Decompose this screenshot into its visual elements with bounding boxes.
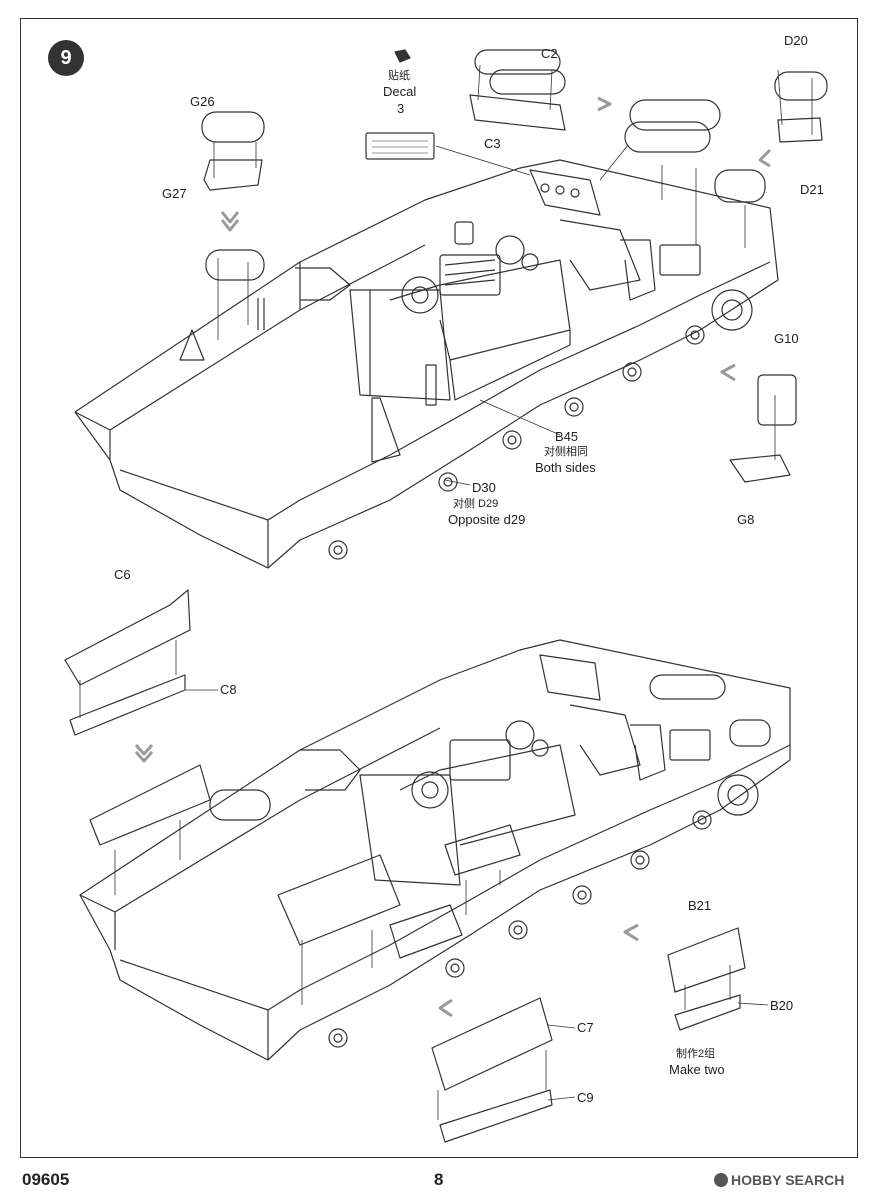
road-wheels bbox=[328, 289, 753, 560]
part-label-b45: B45 bbox=[555, 429, 579, 444]
step-number-badge: 9 bbox=[48, 40, 84, 76]
leader-lines-upper bbox=[213, 64, 813, 486]
part-label-c2: C2 bbox=[541, 46, 558, 61]
part-label-c9: C9 bbox=[577, 1090, 594, 1105]
part-label-c8: C8 bbox=[220, 682, 237, 697]
part-label-b21: B21 bbox=[688, 898, 712, 913]
part-label-d20: D20 bbox=[784, 33, 808, 48]
part-label-c7: C7 bbox=[577, 1020, 594, 1035]
watermark: HOBBY SEARCH bbox=[714, 1172, 844, 1188]
hobby-search-logo-icon bbox=[714, 1173, 728, 1187]
page-frame bbox=[20, 18, 858, 1158]
upper-hull bbox=[74, 159, 779, 569]
direction-arrows-lower bbox=[134, 744, 639, 1018]
decal-number: 3 bbox=[397, 101, 405, 116]
lower-parts bbox=[64, 589, 746, 1143]
note-b45-en: Both sides bbox=[535, 460, 596, 475]
part-label-g26: G26 bbox=[190, 94, 215, 109]
part-label-g27: G27 bbox=[162, 186, 187, 201]
document-code: 09605 bbox=[22, 1170, 70, 1189]
note-d30-en: Opposite d29 bbox=[448, 512, 526, 527]
note-make-two-zh: 制作2组 bbox=[676, 1048, 716, 1060]
upper-parts bbox=[201, 49, 828, 483]
lower-hull bbox=[79, 639, 791, 1061]
part-label-c6: C6 bbox=[114, 567, 131, 582]
decal-label-en: Decal bbox=[383, 84, 417, 99]
part-label-d30: D30 bbox=[472, 480, 496, 495]
note-d30-zh: 对侧 D29 bbox=[453, 498, 499, 510]
note-b45-zh: 对侧相同 bbox=[544, 446, 588, 458]
leader-lines-lower bbox=[79, 640, 769, 1120]
part-label-g10: G10 bbox=[774, 331, 799, 346]
road-wheels-lower bbox=[328, 774, 759, 1048]
direction-arrows-upper bbox=[220, 96, 772, 382]
part-label-g8: G8 bbox=[737, 512, 755, 527]
part-label-c3: C3 bbox=[484, 136, 501, 151]
watermark-text: HOBBY SEARCH bbox=[731, 1172, 845, 1188]
note-make-two-en: Make two bbox=[669, 1062, 725, 1077]
decal-label-zh: 贴纸 bbox=[388, 70, 410, 82]
part-label-b20: B20 bbox=[770, 998, 794, 1013]
part-label-d21: D21 bbox=[800, 182, 824, 197]
page-number: 8 bbox=[434, 1170, 444, 1189]
